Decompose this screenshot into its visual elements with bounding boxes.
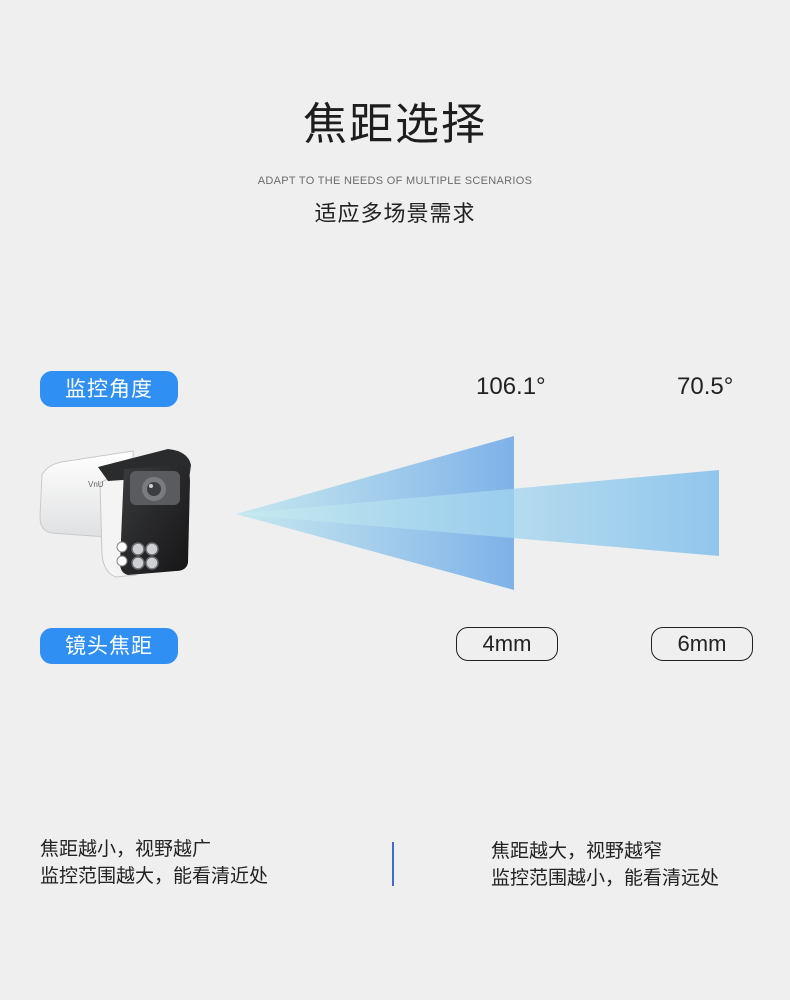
- fov-beam-narrow: [236, 470, 719, 556]
- field-of-view-diagram: [236, 436, 719, 590]
- note-left-line1: 焦距越小，视野越广: [40, 838, 212, 860]
- subtitle-english: ADAPT TO THE NEEDS OF MULTIPLE SCENARIOS: [257, 175, 533, 187]
- note-right-line1: 焦距越大，视野越窄: [491, 840, 663, 862]
- subtitle-chinese: 适应多场景需求: [314, 202, 476, 227]
- bullet-camera-image: VnU: [39, 449, 191, 578]
- note-right-line2: 监控范围越小，能看清远处: [491, 867, 720, 889]
- divider-line: [392, 842, 394, 886]
- angle-label-badge: 监控角度: [40, 371, 178, 407]
- angle-wide-value: 106.1°: [476, 373, 546, 400]
- focal-6mm-badge: 6mm: [651, 627, 753, 661]
- focal-4mm-badge: 4mm: [456, 627, 558, 661]
- focal-label-badge: 镜头焦距: [40, 628, 178, 664]
- note-short-focal: 焦距越小，视野越广 监控范围越大，能看清近处: [40, 836, 268, 890]
- page-title: 焦距选择: [303, 99, 487, 150]
- note-left-line2: 监控范围越大，能看清近处: [40, 865, 269, 887]
- note-long-focal: 焦距越大，视野越窄 监控范围越小，能看清远处: [491, 838, 719, 892]
- camera-brand-logo: VnU: [88, 480, 104, 489]
- angle-narrow-value: 70.5°: [677, 373, 734, 400]
